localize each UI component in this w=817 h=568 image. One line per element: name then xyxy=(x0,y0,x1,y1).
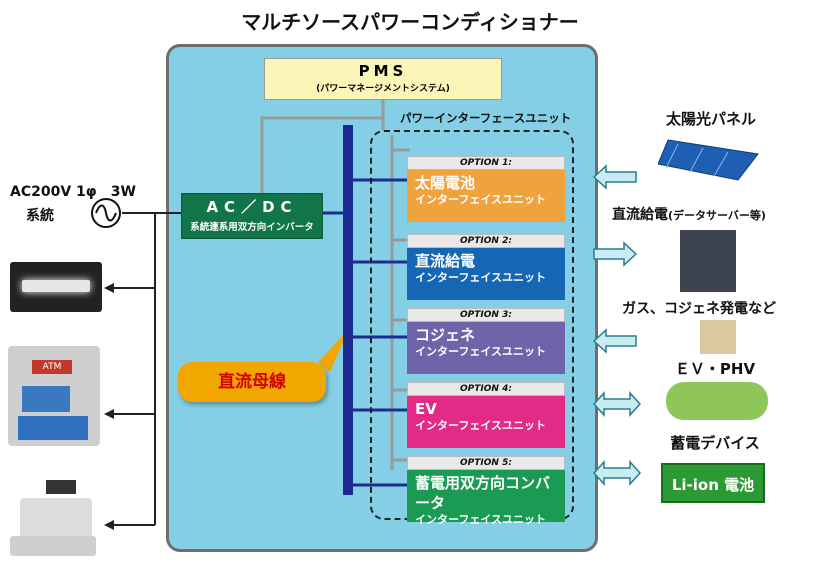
ev-phv-label: ＥＶ・PHV xyxy=(674,360,756,378)
diagram-title: マルチソースパワーコンディショナー xyxy=(241,10,579,34)
arrow-left-icon xyxy=(592,164,637,190)
grid-label: 系統 xyxy=(26,208,54,224)
atm-icon: ATM xyxy=(8,346,100,446)
grid-voltage-label: AC200V 1φ 3W xyxy=(10,184,136,200)
cogen-label: ガス、コジェネ発電など xyxy=(622,301,776,317)
unit-sub: インターフェイスユニット xyxy=(415,345,547,358)
unit-body: コジェネ インターフェイスユニット xyxy=(407,322,565,374)
power-interface-label: パワーインターフェースユニット xyxy=(400,111,572,125)
unit-name: 太陽電池 xyxy=(415,174,476,192)
unit-name: EV xyxy=(415,400,437,418)
unit-option-3: OPTION 3: コジェネ インターフェイスユニット xyxy=(407,308,565,374)
unit-option-label: OPTION 1: xyxy=(407,156,565,170)
arrow-left-icon xyxy=(592,328,637,354)
arrow-bidirectional-icon xyxy=(592,460,642,486)
unit-option-1: OPTION 1: 太陽電池 インターフェイスユニット xyxy=(407,156,565,222)
solar-panel-label: 太陽光パネル xyxy=(665,110,756,128)
dc-bus-callout: 直流母線 xyxy=(178,362,326,402)
unit-option-2: OPTION 2: 直流給電 インターフェイスユニット xyxy=(407,234,565,300)
unit-sub: インターフェイスユニット xyxy=(415,419,547,432)
unit-option-label: OPTION 3: xyxy=(407,308,565,322)
unit-body: EV インターフェイスユニット xyxy=(407,396,565,448)
unit-body: 太陽電池 インターフェイスユニット xyxy=(407,170,565,222)
server-rack-icon xyxy=(680,230,736,292)
pms-subtitle: (パワーマネージメントシステム) xyxy=(316,84,450,94)
unit-body: 直流給電 インターフェイスユニット xyxy=(407,248,565,300)
dc-supply-text: 直流給電 xyxy=(612,207,668,223)
unit-name: 蓄電用双方向コンバータ xyxy=(415,474,551,512)
arrow-right-icon xyxy=(593,241,638,267)
unit-sub: インターフェイスユニット xyxy=(415,271,547,284)
pms-box: PMS (パワーマネージメントシステム) xyxy=(264,58,502,100)
unit-sub: インターフェイスユニット xyxy=(415,193,547,206)
li-ion-battery-badge: Li-ion 電池 xyxy=(661,463,765,503)
dc-supply-label: 直流給電(データサーバー等) xyxy=(612,204,812,224)
acdc-inverter-box: AC／DC 系統連系用双方向インバータ xyxy=(181,193,323,239)
arrow-bidirectional-icon xyxy=(592,391,642,417)
unit-name: コジェネ xyxy=(415,326,476,344)
acdc-subtitle: 系統連系用双方向インバータ xyxy=(190,222,314,233)
led-panel-icon xyxy=(10,262,102,312)
dc-supply-note: (データサーバー等) xyxy=(668,209,766,222)
unit-sub: インターフェイスユニット xyxy=(415,513,547,526)
unit-option-5: OPTION 5: 蓄電用双方向コンバータ インターフェイスユニット xyxy=(407,456,565,526)
unit-option-label: OPTION 4: xyxy=(407,382,565,396)
pms-title: PMS xyxy=(358,62,408,80)
cogen-unit-icon xyxy=(700,320,736,354)
cash-register-icon xyxy=(6,478,102,560)
solar-panel-icon xyxy=(657,134,768,186)
unit-option-label: OPTION 2: xyxy=(407,234,565,248)
unit-body: 蓄電用双方向コンバータ インターフェイスユニット xyxy=(407,470,565,526)
ev-car-icon xyxy=(666,382,768,420)
unit-option-4: OPTION 4: EV インターフェイスユニット xyxy=(407,382,565,448)
dc-bus-bar xyxy=(343,125,353,495)
acdc-title: AC／DC xyxy=(206,198,298,216)
unit-option-label: OPTION 5: xyxy=(407,456,565,470)
unit-name: 直流給電 xyxy=(415,252,476,270)
storage-label: 蓄電デバイス xyxy=(670,434,760,452)
